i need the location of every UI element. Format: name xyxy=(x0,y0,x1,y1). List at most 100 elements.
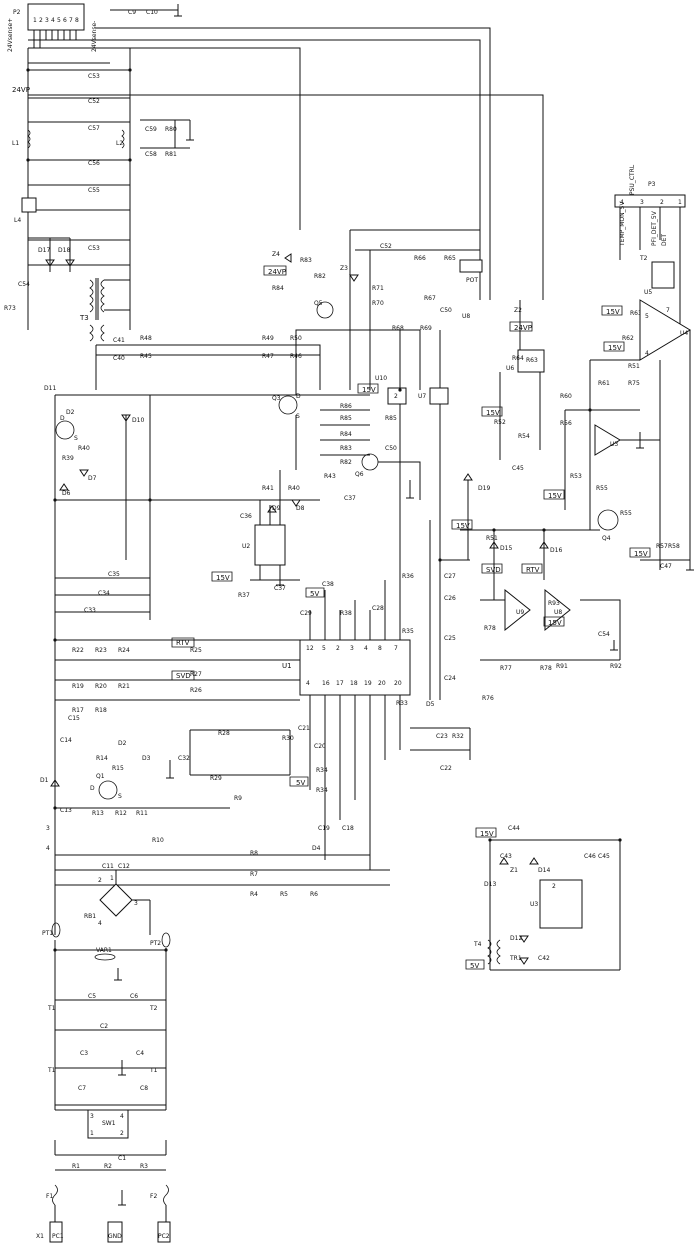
svg-text:R36: R36 xyxy=(402,573,414,580)
ic-u7: U7 xyxy=(418,387,449,405)
svg-text:R6: R6 xyxy=(310,891,318,898)
svg-text:C7: C7 xyxy=(78,1085,86,1092)
svg-text:17: 17 xyxy=(336,680,344,687)
svg-text:R63: R63 xyxy=(630,310,642,317)
svg-text:D1: D1 xyxy=(40,777,49,784)
svg-text:U8: U8 xyxy=(554,609,562,616)
svg-text:T2: T2 xyxy=(149,1005,158,1012)
svg-text:4: 4 xyxy=(98,920,102,927)
svg-text:C45: C45 xyxy=(512,465,524,472)
opamp-u9: U9 xyxy=(504,588,531,632)
svg-text:R55: R55 xyxy=(620,510,632,517)
opamp-u8: U8 xyxy=(544,588,571,632)
svg-text:2: 2 xyxy=(552,883,556,890)
svg-text:C54: C54 xyxy=(598,631,610,638)
svg-text:U8: U8 xyxy=(462,313,470,320)
svg-text:R9: R9 xyxy=(234,795,242,802)
svg-text:R34: R34 xyxy=(316,767,328,774)
svg-text:C19: C19 xyxy=(318,825,330,832)
svg-text:R13: R13 xyxy=(92,810,104,817)
svg-text:C1: C1 xyxy=(118,1155,126,1162)
svg-text:C57: C57 xyxy=(88,125,100,132)
svg-text:C40: C40 xyxy=(113,355,125,362)
svg-text:2: 2 xyxy=(660,199,664,206)
svg-text:PFI_DET_5V: PFI_DET_5V xyxy=(651,210,658,246)
svg-text:L2: L2 xyxy=(116,140,123,147)
svg-text:3: 3 xyxy=(45,17,49,24)
svg-text:C11: C11 xyxy=(102,863,114,870)
rail-5v-aux: 5V xyxy=(470,962,479,970)
svg-text:D: D xyxy=(90,785,95,792)
svg-text:2: 2 xyxy=(39,17,43,24)
svg-text:C2: C2 xyxy=(100,1023,108,1030)
svg-text:U6: U6 xyxy=(506,365,514,372)
svg-text:R62: R62 xyxy=(622,335,634,342)
svg-text:C20: C20 xyxy=(314,743,326,750)
svg-text:D3: D3 xyxy=(142,755,151,762)
svg-text:R28: R28 xyxy=(218,730,230,737)
svg-text:D5: D5 xyxy=(426,701,435,708)
svg-text:D6: D6 xyxy=(62,490,71,497)
svg-text:R91: R91 xyxy=(556,663,568,670)
svg-text:L1: L1 xyxy=(12,140,19,147)
svg-text:C23: C23 xyxy=(436,733,448,740)
svg-text:T1: T1 xyxy=(149,1067,158,1074)
svg-text:Z1: Z1 xyxy=(510,867,518,874)
svg-text:3: 3 xyxy=(134,900,138,907)
potentiometer[interactable]: POT xyxy=(459,259,483,284)
svg-text:R55: R55 xyxy=(596,485,608,492)
svg-text:C33: C33 xyxy=(84,607,96,614)
svg-text:1: 1 xyxy=(33,17,37,24)
svg-text:R18: R18 xyxy=(95,707,107,714)
ic-u1-label: U1 xyxy=(282,662,292,670)
svg-text:C3: C3 xyxy=(80,1050,88,1057)
svg-text:R27: R27 xyxy=(190,671,202,678)
svg-text:C52: C52 xyxy=(380,243,392,250)
svg-text:C35: C35 xyxy=(108,571,120,578)
rail-5v-label: 5V xyxy=(296,779,305,787)
svg-text:R47: R47 xyxy=(262,353,274,360)
svg-text:PC2: PC2 xyxy=(158,1233,170,1240)
svg-text:R19: R19 xyxy=(72,683,84,690)
svg-text:C58: C58 xyxy=(145,151,157,158)
svg-text:R4: R4 xyxy=(250,891,258,898)
svg-text:6: 6 xyxy=(63,17,67,24)
svg-text:R63: R63 xyxy=(526,357,538,364)
svg-text:4: 4 xyxy=(46,845,50,852)
svg-text:R84: R84 xyxy=(272,285,284,292)
svg-text:C14: C14 xyxy=(60,737,72,744)
svg-text:R23: R23 xyxy=(95,647,107,654)
svg-text:R43: R43 xyxy=(324,473,336,480)
svg-text:C12: C12 xyxy=(118,863,130,870)
svg-text:R37: R37 xyxy=(238,592,250,599)
svg-text:C21: C21 xyxy=(298,725,310,732)
svg-text:Q3: Q3 xyxy=(272,395,281,402)
svg-text:18: 18 xyxy=(350,680,358,687)
aux-supply: 15V C44 C43 Z1 D14 D13 U3 2 C46 C45 T4 D… xyxy=(465,825,621,971)
connector-p2-label: P2 xyxy=(13,9,21,16)
svg-text:TR1: TR1 xyxy=(509,955,522,962)
svg-text:1: 1 xyxy=(678,199,682,206)
svg-text:R85: R85 xyxy=(385,415,397,422)
svg-text:C37: C37 xyxy=(274,585,286,592)
svg-text:U3: U3 xyxy=(610,441,618,448)
svg-text:R17: R17 xyxy=(72,707,84,714)
svg-text:L4: L4 xyxy=(14,217,21,224)
svg-text:F2: F2 xyxy=(150,1193,157,1200)
svg-text:PT1: PT1 xyxy=(42,930,53,937)
svg-text:Z3: Z3 xyxy=(340,265,348,272)
svg-text:Z2: Z2 xyxy=(514,307,522,314)
switch-sw1[interactable]: SW1 3 4 1 2 xyxy=(87,1109,129,1139)
svg-text:Q5: Q5 xyxy=(314,300,323,307)
rail-15v-aux: 15V xyxy=(480,830,494,838)
svg-text:R51: R51 xyxy=(486,535,498,542)
svg-text:U4: U4 xyxy=(680,330,688,337)
svg-text:R41: R41 xyxy=(262,485,274,492)
connector-x1: X1 PC1 GND PC2 xyxy=(36,1221,171,1243)
svg-text:F1: F1 xyxy=(46,1193,53,1200)
svg-text:R53: R53 xyxy=(570,473,582,480)
svg-text:R58: R58 xyxy=(668,543,680,550)
transformer-t3: T3 xyxy=(79,278,105,342)
svg-text:8: 8 xyxy=(75,17,79,24)
svg-text:R83: R83 xyxy=(340,445,352,452)
